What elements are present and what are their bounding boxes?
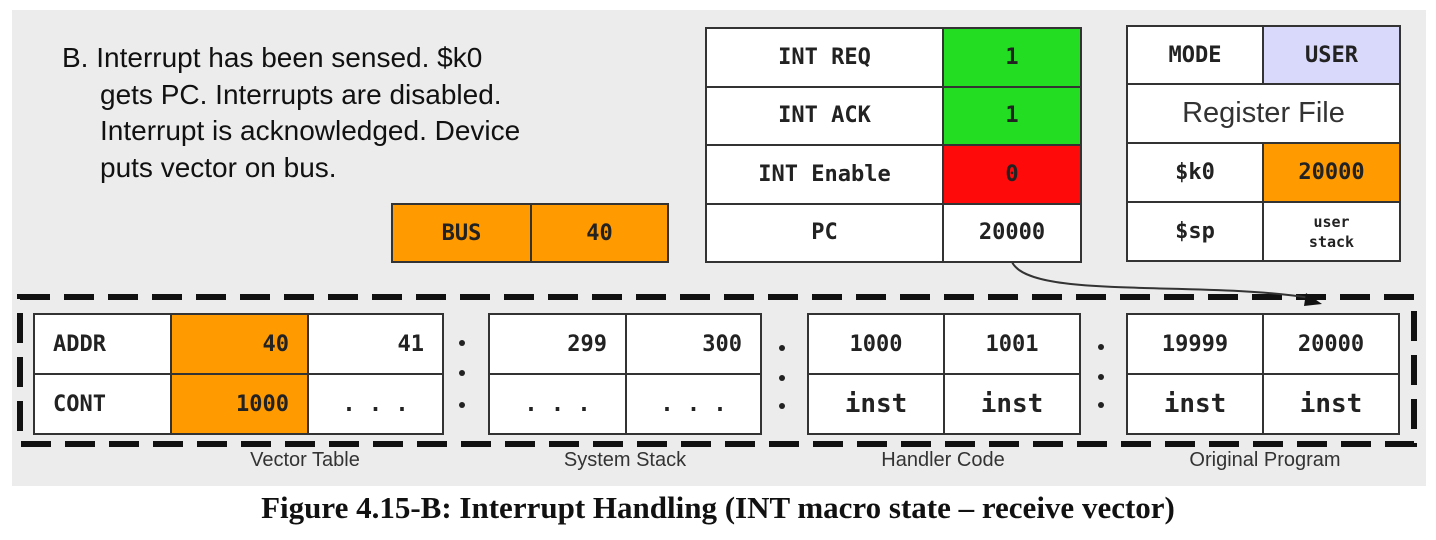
vector-cont-40: 1000	[171, 374, 308, 434]
dot	[1098, 344, 1104, 350]
description-line-3: Interrupt is acknowledged. Device	[100, 115, 521, 146]
original-program-table: 19999 20000 inst inst	[1126, 313, 1400, 435]
dot	[459, 402, 465, 408]
description-line-4: puts vector on bus.	[100, 151, 337, 183]
mode-value: USER	[1263, 26, 1400, 84]
step-label: B.	[62, 42, 89, 73]
separator-dots-2	[779, 345, 787, 425]
system-stack-table: 299 300 . . . . . .	[488, 313, 762, 435]
k0-value: 20000	[1263, 143, 1400, 202]
figure-caption: Figure 4.15-B: Interrupt Handling (INT m…	[261, 490, 1175, 525]
sp-value-line-1: user	[1313, 212, 1350, 231]
description-line-1: Interrupt has been sensed. $k0	[96, 42, 483, 73]
description-line-2: gets PC. Interrupts are disabled.	[100, 78, 502, 110]
dot	[1098, 402, 1104, 408]
program-addr-19999: 19999	[1127, 314, 1263, 374]
register-file-title: Register File	[1127, 84, 1400, 143]
memory-dashed-border	[17, 294, 1417, 447]
vector-table: ADDR 40 41 CONT 1000 . . .	[33, 313, 444, 435]
pc-value: 20000	[943, 203, 1081, 262]
sp-value-line-2: stack	[1308, 232, 1355, 251]
handler-cont-1000: inst	[808, 374, 944, 434]
int-ack-label: INT ACK	[706, 86, 943, 145]
dot	[459, 370, 465, 376]
handler-cont-1001: inst	[944, 374, 1080, 434]
mode-label: MODE	[1127, 26, 1263, 84]
dot	[779, 345, 785, 351]
state-description: B. Interrupt has been sensed. $k0 gets P…	[62, 40, 520, 186]
vector-cont-41: . . .	[308, 374, 443, 434]
arrowhead-icon	[1304, 293, 1322, 306]
handler-addr-1000: 1000	[808, 314, 944, 374]
int-req-value: 1	[943, 28, 1081, 87]
bus-register: BUS 40	[391, 203, 669, 263]
sp-label: $sp	[1127, 202, 1263, 261]
pc-to-program-arrow	[1011, 261, 1311, 299]
vector-addr-40: 40	[171, 314, 308, 374]
int-req-label: INT REQ	[706, 28, 943, 87]
program-cont-19999: inst	[1127, 374, 1263, 434]
dot	[779, 403, 785, 409]
stack-cont-299: . . .	[489, 374, 626, 434]
int-ack-value: 1	[943, 86, 1081, 145]
separator-dots-3	[1098, 344, 1106, 424]
system-stack-label: System Stack	[563, 449, 687, 471]
int-enable-value: 0	[943, 145, 1081, 204]
stack-addr-300: 300	[626, 314, 761, 374]
addr-row-label: ADDR	[34, 314, 171, 374]
dot	[779, 375, 785, 381]
int-enable-label: INT Enable	[706, 145, 943, 204]
interrupt-control-table: INT REQ 1 INT ACK 1 INT Enable 0 PC 2000…	[705, 27, 1082, 263]
stack-cont-300: . . .	[626, 374, 761, 434]
bus-value: 40	[531, 204, 668, 262]
vector-table-label: Vector Table	[250, 449, 360, 471]
pc-label: PC	[706, 203, 943, 262]
vector-addr-41: 41	[308, 314, 443, 374]
original-program-label: Original Program	[1189, 449, 1341, 471]
handler-code-table: 1000 1001 inst inst	[807, 313, 1081, 435]
handler-addr-1001: 1001	[944, 314, 1080, 374]
register-file-table: MODE USER Register File $k0 20000 $sp us…	[1126, 25, 1401, 262]
k0-label: $k0	[1127, 143, 1263, 202]
program-addr-20000: 20000	[1263, 314, 1399, 374]
dot	[1098, 374, 1104, 380]
handler-code-label: Handler Code	[881, 449, 1005, 471]
program-cont-20000: inst	[1263, 374, 1399, 434]
sp-value: user stack	[1263, 202, 1400, 261]
dot	[459, 340, 465, 346]
separator-dots-1	[459, 340, 467, 420]
bus-label: BUS	[392, 204, 531, 262]
stack-addr-299: 299	[489, 314, 626, 374]
cont-row-label: CONT	[34, 374, 171, 434]
